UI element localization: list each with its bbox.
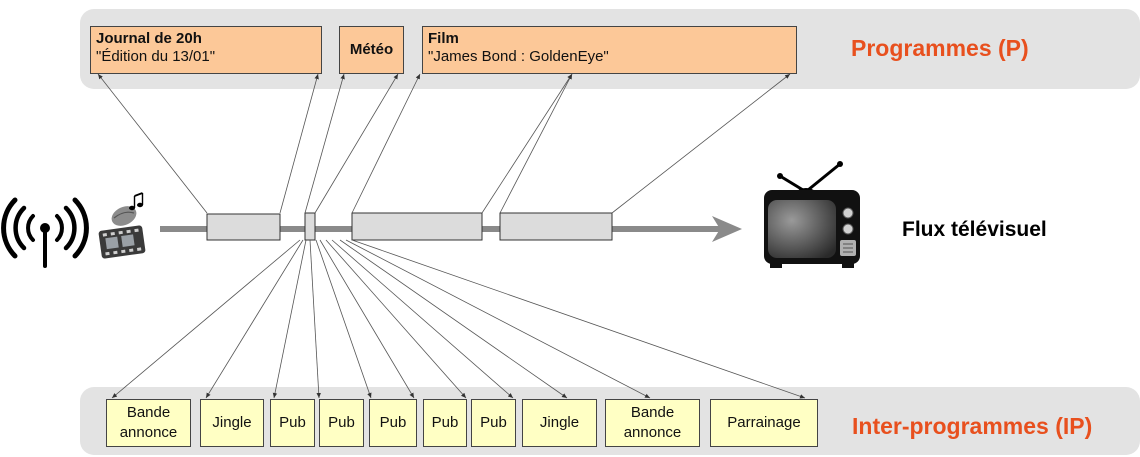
programme-title: Film [428, 30, 459, 47]
stream-segment-journal [206, 213, 281, 241]
programme-subtitle: "Édition du 13/01" [96, 48, 216, 65]
programmes-label: Programmes (P) [851, 35, 1029, 61]
television-icon [764, 161, 860, 268]
programme-subtitle: "James Bond : GoldenEye" [428, 48, 609, 65]
ip-box-jingle: Jingle [200, 399, 264, 447]
ip-box-parrainage: Parrainage [710, 399, 818, 447]
ip-box-bande-annonce: Bande annonce [605, 399, 700, 447]
radio-broadcast-icon [1, 197, 89, 268]
stream-segment-meteo [304, 212, 316, 241]
film-music-icon [98, 192, 146, 259]
ip-box-pub: Pub [423, 399, 467, 447]
ip-box-pub: Pub [319, 399, 364, 447]
ip-box-pub: Pub [369, 399, 417, 447]
programme-arrows [97, 73, 791, 214]
programme-title: Météo [349, 41, 394, 58]
inter-programme-arrows [111, 239, 806, 399]
programme-box-meteo: Météo [339, 26, 404, 74]
ip-box-jingle: Jingle [522, 399, 597, 447]
stream-segment-film-2 [499, 212, 613, 241]
programme-box-film: Film "James Bond : GoldenEye" [422, 26, 797, 74]
flux-label: Flux télévisuel [902, 218, 1047, 241]
ip-box-pub: Pub [270, 399, 315, 447]
stream-segment-film-1 [351, 212, 483, 241]
programme-box-journal: Journal de 20h "Édition du 13/01" [90, 26, 322, 74]
ip-box-pub: Pub [471, 399, 516, 447]
inter-programmes-label: Inter-programmes (IP) [852, 413, 1093, 439]
ip-box-bande-annonce: Bande annonce [106, 399, 191, 447]
programme-title: Journal de 20h [96, 30, 202, 47]
